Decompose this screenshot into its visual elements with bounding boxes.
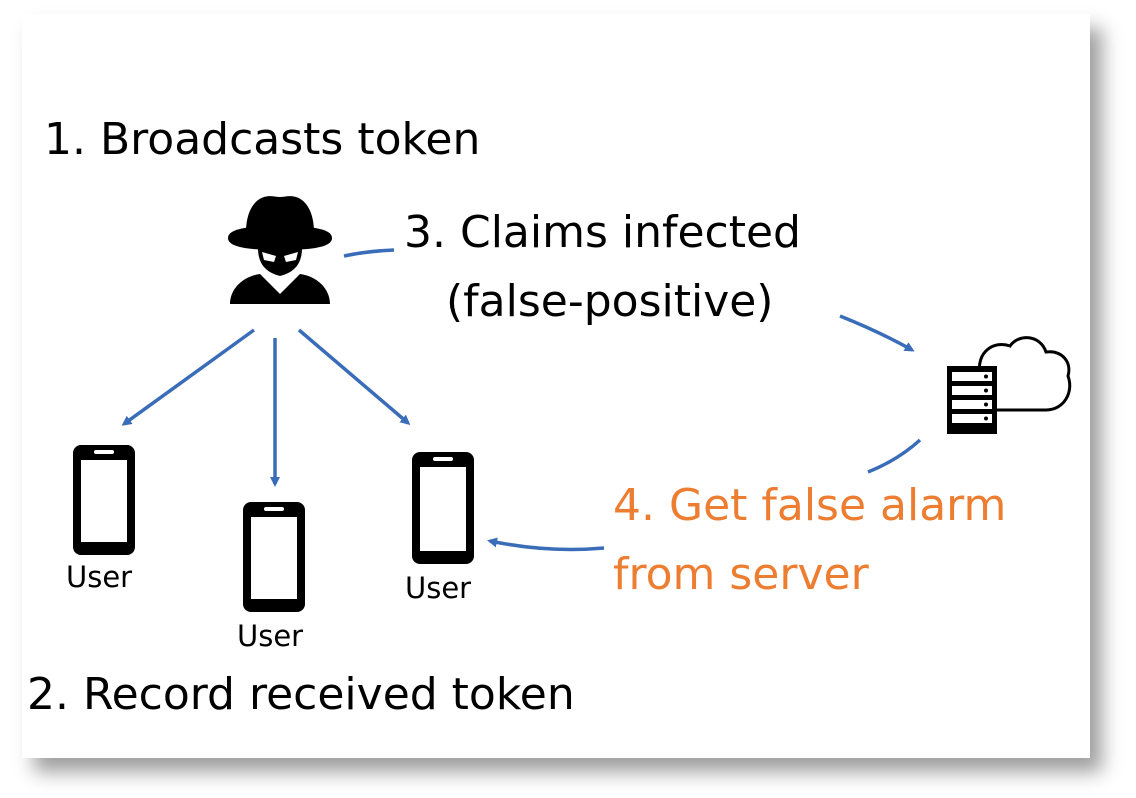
cloud-server-icon: [947, 336, 1072, 434]
user-label: User: [237, 619, 304, 653]
smartphone-icon: [243, 502, 305, 612]
spy-icon: [228, 196, 332, 304]
step-alarm-label-line1: 4. Get false alarm: [613, 480, 1007, 531]
arrow-to-user-right: [297, 328, 411, 425]
spy-eyes: [262, 252, 298, 262]
arrow-to-user-left: [121, 328, 256, 426]
line-attacker-to-claim: [343, 248, 395, 258]
step-broadcast-label: 1. Broadcasts token: [44, 114, 481, 165]
step-claim-label-line2: (false-positive): [446, 276, 774, 327]
user-label: User: [66, 560, 133, 594]
arrow-claim-to-server: [839, 314, 915, 352]
step-alarm-label-line2: from server: [613, 549, 869, 600]
step-claim-label-line1: 3. Claims infected: [404, 207, 801, 258]
user-label: User: [405, 571, 472, 605]
line-server-to-alarm: [867, 438, 922, 474]
diagram-card: [22, 14, 1090, 758]
smartphone-icon: [73, 445, 135, 555]
arrow-alarm-to-user: [487, 537, 605, 552]
step-record-label: 2. Record received token: [27, 669, 575, 720]
smartphone-icon: [412, 452, 474, 564]
